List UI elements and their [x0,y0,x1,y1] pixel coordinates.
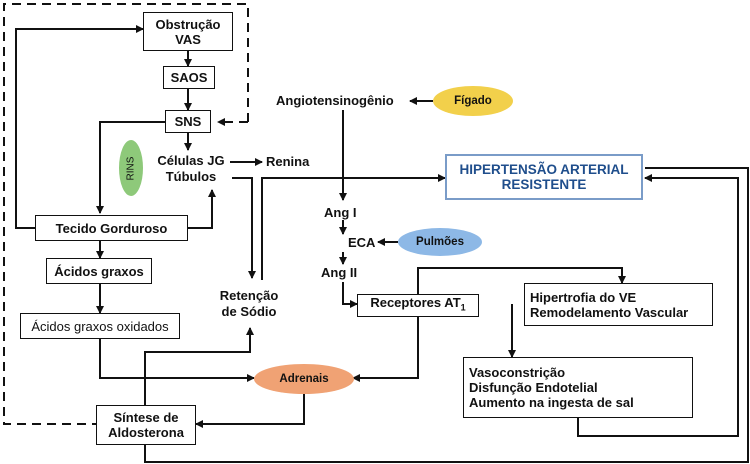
sns-label: SNS [174,114,202,129]
figado-oval: Fígado [433,86,513,116]
arrow-tecido-obstrucao [15,25,144,229]
arrow-receptores-hipertrofia [417,267,626,294]
renina-text: Renina [266,154,310,169]
hipertensao-label: HIPERTENSÃO ARTERIAL [459,162,629,177]
line-sintese-hipertensao [144,167,749,463]
angiotensinogenio-text: Angiotensinogênio [276,93,394,108]
figado-label: Fígado [454,95,492,107]
acidos-graxos-box: Ácidos graxos [46,258,152,284]
arrow-sintese-retencao [144,327,254,406]
arrow-tecido-celulas [188,189,216,229]
acidos-graxos-label: Ácidos graxos [54,263,144,279]
tecido-gorduroso-label: Tecido Gorduroso [55,220,168,236]
resistente-label: RESISTENTE [501,177,587,192]
arrow-vaso-hipertensao [577,174,739,437]
tubulos-label: Túbulos [165,169,217,184]
sodio-label: de Sódio [221,304,277,319]
celulas-jg-text: Células JG Túbulos [150,153,232,185]
vasoconstricao-label: Vasoconstrição [469,365,566,380]
tecido-gorduroso-box: Tecido Gorduroso [35,215,188,241]
adrenais-label: Adrenais [279,373,329,385]
ang-ii-text: Ang II [321,265,358,280]
vas-label: VAS [175,31,201,47]
celulas-jg-label: Células JG [157,153,225,168]
receptores-text: Receptores AT [370,295,461,311]
retencao-label: Retenção [219,288,279,303]
arrow-celulas-retencao [232,177,256,279]
pulmoes-oval: Pulmões [398,228,482,256]
adrenais-oval: Adrenais [254,364,354,394]
retencao-sodio-text: Retenção de Sódio [208,288,290,320]
ang-i-text: Ang I [324,205,357,220]
receptores-at1-box: Receptores AT1 [357,294,479,317]
remodelamento-label: Remodelamento Vascular [530,304,689,320]
acidos-graxos-oxidados-label: Ácidos graxos oxidados [31,318,169,334]
rins-label: RINS [125,156,137,180]
receptores-at1-label: Receptores AT1 [370,295,465,316]
arrow-retencao-hipertensao [261,174,446,280]
arrow-receptores-adrenais [352,317,419,382]
sintese-label: Síntese de [113,410,179,425]
saos-box: SAOS [163,66,215,89]
arrow-adrenais-sintese [195,392,305,428]
rins-oval: RINS [119,140,143,196]
aldosterona-label: Aldosterona [108,425,184,440]
arrow-oxidados-adrenais [99,339,255,382]
sns-box: SNS [165,110,211,133]
arrow-angii-receptores [342,282,358,308]
acidos-graxos-oxidados-box: Ácidos graxos oxidados [20,313,180,339]
arrow-sns-tecido [96,121,165,214]
obstrucao-label: Obstrução [155,16,221,32]
eca-text: ECA [348,235,376,250]
receptores-subscript: 1 [460,302,466,313]
disfuncao-label: Disfunção Endotelial [469,380,598,395]
hipertrofia-label: Hipertrofia do VE [530,289,637,305]
saos-label: SAOS [170,70,208,85]
ingesta-label: Aumento na ingesta de sal [469,395,634,410]
dashed-loop [3,3,249,425]
pulmoes-label: Pulmões [416,236,464,248]
